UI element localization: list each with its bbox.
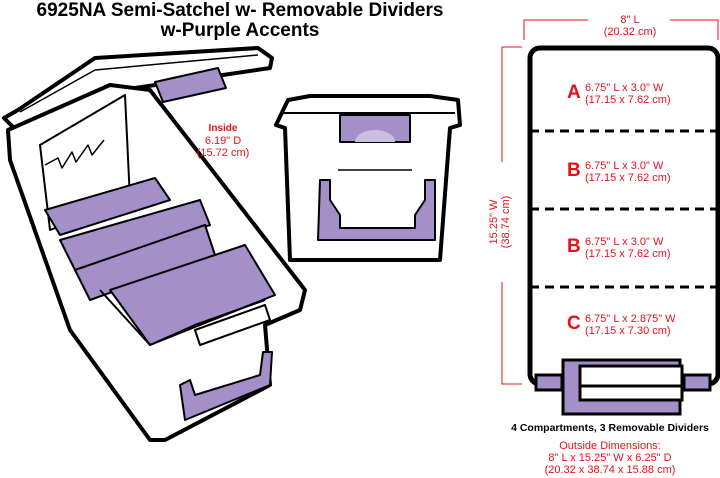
title-line-2: w-Purple Accents <box>160 20 320 41</box>
divider-2 <box>59 199 211 271</box>
width-dimension: 15.25" W (38.74 cm) <box>488 162 512 282</box>
front-handle <box>179 351 273 421</box>
divider-1 <box>44 177 171 236</box>
outside-label: Outside Dimensions: <box>559 440 661 452</box>
inside-depth-label: Inside 6.19" D (15.72 cm) <box>188 122 258 159</box>
inside-label: Inside <box>208 123 238 134</box>
width-imperial: 15.25" W <box>488 199 500 245</box>
inside-depth-metric: (15.72 cm) <box>196 147 250 159</box>
compartment-summary: 4 Compartments, 3 Removable Dividers <box>511 422 709 434</box>
compartment-dims: 6.75" L x 3.0" W(17.15 x 7.62 cm) <box>585 82 671 106</box>
title-line-1: 6925NA Semi-Satchel w- Removable Divider… <box>36 0 444 21</box>
outside-metric: (20.32 x 38.74 x 15.88 cm) <box>544 464 676 476</box>
compartment-letter: C <box>567 313 581 334</box>
lid-latch <box>154 67 227 103</box>
compartment-dims: 6.75" L x 3.0" W(17.15 x 7.62 cm) <box>585 160 671 184</box>
compartment-letter: B <box>567 236 581 257</box>
outside-dimensions: Outside Dimensions: 8" L x 15.25" W x 6.… <box>500 440 720 476</box>
compartment-letter: A <box>567 82 581 103</box>
front-view-drawing <box>274 94 462 262</box>
length-imperial: 8" L <box>620 14 640 26</box>
length-bracket <box>523 19 719 40</box>
top-view-drawing <box>501 19 720 416</box>
side-tab-left <box>534 373 564 392</box>
front-handle-view <box>317 179 436 241</box>
compartment-dims: 6.75" L x 2.875" W(17.15 x 7.30 cm) <box>585 313 676 337</box>
length-metric: (20.32 cm) <box>603 26 657 38</box>
front-latch <box>339 114 411 143</box>
width-metric: (38.74 cm) <box>500 195 512 249</box>
compartment-letter: B <box>567 160 581 181</box>
open-box-drawing <box>2 46 307 442</box>
compartment-dims: 6.75" L x 3.0" W(17.15 x 7.62 cm) <box>585 236 671 260</box>
side-tab-right <box>682 373 712 392</box>
outside-imperial: 8" L x 15.25" W x 6.25" D <box>548 452 672 464</box>
length-dimension: 8" L (20.32 cm) <box>590 14 670 38</box>
width-bracket <box>501 46 522 385</box>
inside-depth-imperial: 6.19" D <box>204 135 242 147</box>
